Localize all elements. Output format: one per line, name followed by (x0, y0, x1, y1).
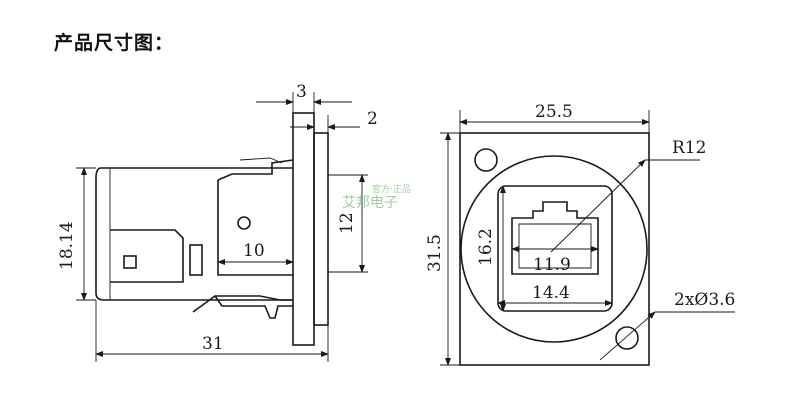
mount-hole-bottom (615, 326, 639, 350)
side-flange (292, 112, 315, 346)
dim-opening-width: 14.4 (532, 283, 570, 303)
dim-jack-width: 11.9 (533, 255, 571, 275)
dim-flange-width: 25.5 (535, 102, 573, 122)
side-screw (237, 216, 251, 230)
watermark-sub: 官方·正品 (372, 183, 411, 195)
front-flange (459, 132, 650, 366)
watermark-brand: 艾邦电子 (342, 195, 398, 211)
dim-holes: 2xØ3.6 (674, 290, 735, 310)
front-opening (497, 185, 613, 312)
side-rear-plate (313, 132, 329, 326)
dim-body-height: 18.14 (57, 221, 77, 270)
dim-rear-offset: 2 (367, 109, 378, 129)
dim-depth-front: 10 (243, 241, 265, 261)
side-latch-window (123, 255, 137, 269)
dim-total-length: 31 (202, 334, 224, 354)
rj45-jack (511, 201, 599, 275)
watermark-logo: 艾邦电子 官方·正品 (342, 183, 411, 211)
front-round-housing (460, 155, 648, 343)
side-view: 3 2 18.14 10 12 31 (57, 82, 378, 362)
page-title: 产品尺寸图： (54, 32, 175, 54)
side-body (95, 167, 293, 301)
front-view: 25.5 31.5 R12 16.2 11.9 14.4 2xØ3.6 (425, 102, 735, 366)
dim-corner-radius: R12 (672, 138, 706, 158)
dim-depth-height: 12 (337, 212, 357, 234)
dim-opening-height: 16.2 (476, 228, 496, 266)
mount-hole-top (474, 148, 498, 172)
dim-flange-height: 31.5 (425, 234, 445, 272)
dim-flange-thickness: 3 (296, 82, 307, 102)
